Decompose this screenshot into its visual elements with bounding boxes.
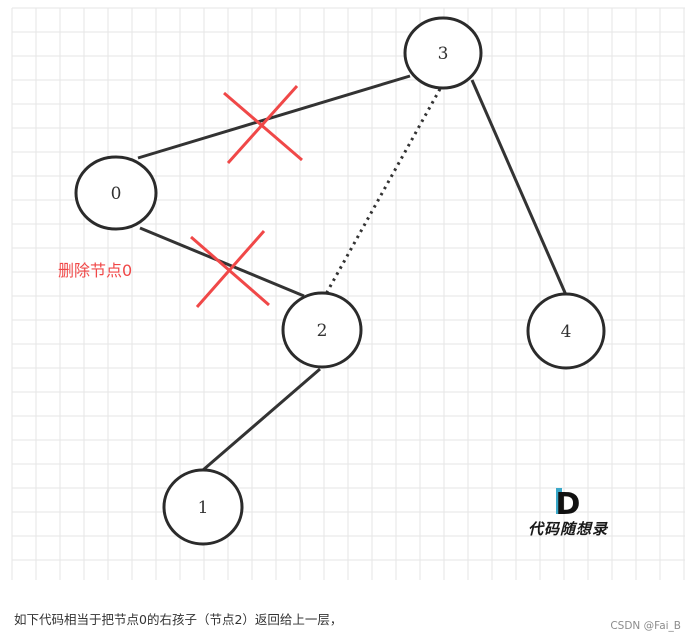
node-1: 1 bbox=[162, 468, 244, 546]
tree-diagram: 3 0 2 4 1 删除节点0 D 代码随想录 bbox=[11, 7, 685, 580]
node-2-label: 2 bbox=[317, 321, 328, 341]
node-0-label: 0 bbox=[111, 184, 122, 204]
brand-logo: D 代码随想录 bbox=[528, 487, 609, 538]
edge-2-1 bbox=[202, 367, 321, 472]
delete-mark-edge-0-2 bbox=[190, 230, 270, 308]
node-3: 3 bbox=[403, 16, 483, 90]
brand-mark-accent-icon bbox=[556, 488, 562, 514]
node-1-label: 1 bbox=[198, 498, 209, 518]
watermark: CSDN @Fai_B bbox=[610, 620, 681, 632]
edge-3-4 bbox=[470, 79, 568, 296]
delete-mark-edge-3-0 bbox=[223, 84, 303, 165]
node-3-label: 3 bbox=[438, 44, 449, 64]
edge-0-2 bbox=[139, 226, 305, 298]
brand-mark: D bbox=[556, 487, 581, 522]
node-2: 2 bbox=[281, 291, 363, 369]
delete-node-annotation: 删除节点0 bbox=[58, 261, 132, 280]
node-0: 0 bbox=[74, 155, 158, 231]
node-4-label: 4 bbox=[561, 322, 572, 342]
brand-name: 代码随想录 bbox=[528, 520, 609, 538]
caption-text: 如下代码相当于把节点0的右孩子（节点2）返回给上一层， bbox=[14, 612, 343, 627]
edge-3-2-dotted bbox=[324, 88, 442, 295]
edge-3-0 bbox=[137, 74, 411, 160]
node-4: 4 bbox=[526, 292, 606, 370]
